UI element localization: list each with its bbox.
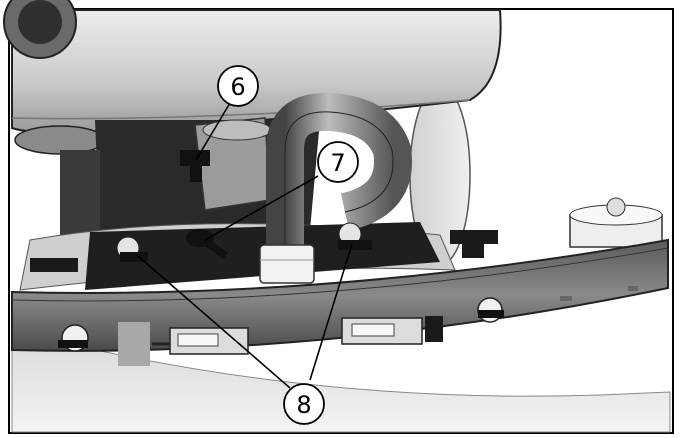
- callout-6: 6: [217, 65, 259, 107]
- band-dial-right-lever: [478, 310, 504, 318]
- pipe-coupling: [259, 244, 315, 284]
- band-mark-2: [628, 286, 638, 291]
- leader-8b: [309, 243, 353, 381]
- right-knob-stem: [462, 238, 484, 258]
- latch-left-inner: [177, 333, 219, 347]
- tank-lip: [11, 99, 471, 120]
- callout-6-label: 6: [230, 73, 245, 101]
- base-plate: [11, 329, 671, 433]
- latch-right-clip: [425, 316, 443, 342]
- leader-6: [195, 102, 231, 161]
- band-mark-1: [560, 296, 572, 301]
- callout-7-label: 7: [330, 149, 345, 177]
- cap-knob: [606, 197, 626, 217]
- left-knob-bar: [30, 258, 78, 272]
- skirt-band-edge: [11, 247, 669, 302]
- leader-8a: [137, 255, 291, 389]
- callout-7: 7: [317, 141, 359, 183]
- latch-right-inner: [351, 323, 395, 337]
- leader-7: [204, 175, 319, 241]
- bolt-knob-6: [180, 150, 210, 182]
- pipe-outline: [284, 111, 394, 250]
- bolt-knob-8b: [338, 222, 372, 250]
- tank-opening-inner: [18, 0, 62, 44]
- bolt-knob-7: [186, 229, 229, 260]
- callout-8: 8: [283, 383, 325, 425]
- bolt-knob-8a: [116, 236, 148, 262]
- callout-8-label: 8: [296, 391, 311, 419]
- band-plate: [118, 322, 150, 366]
- band-dial-left-lever: [58, 340, 88, 348]
- left-knob: [14, 125, 106, 155]
